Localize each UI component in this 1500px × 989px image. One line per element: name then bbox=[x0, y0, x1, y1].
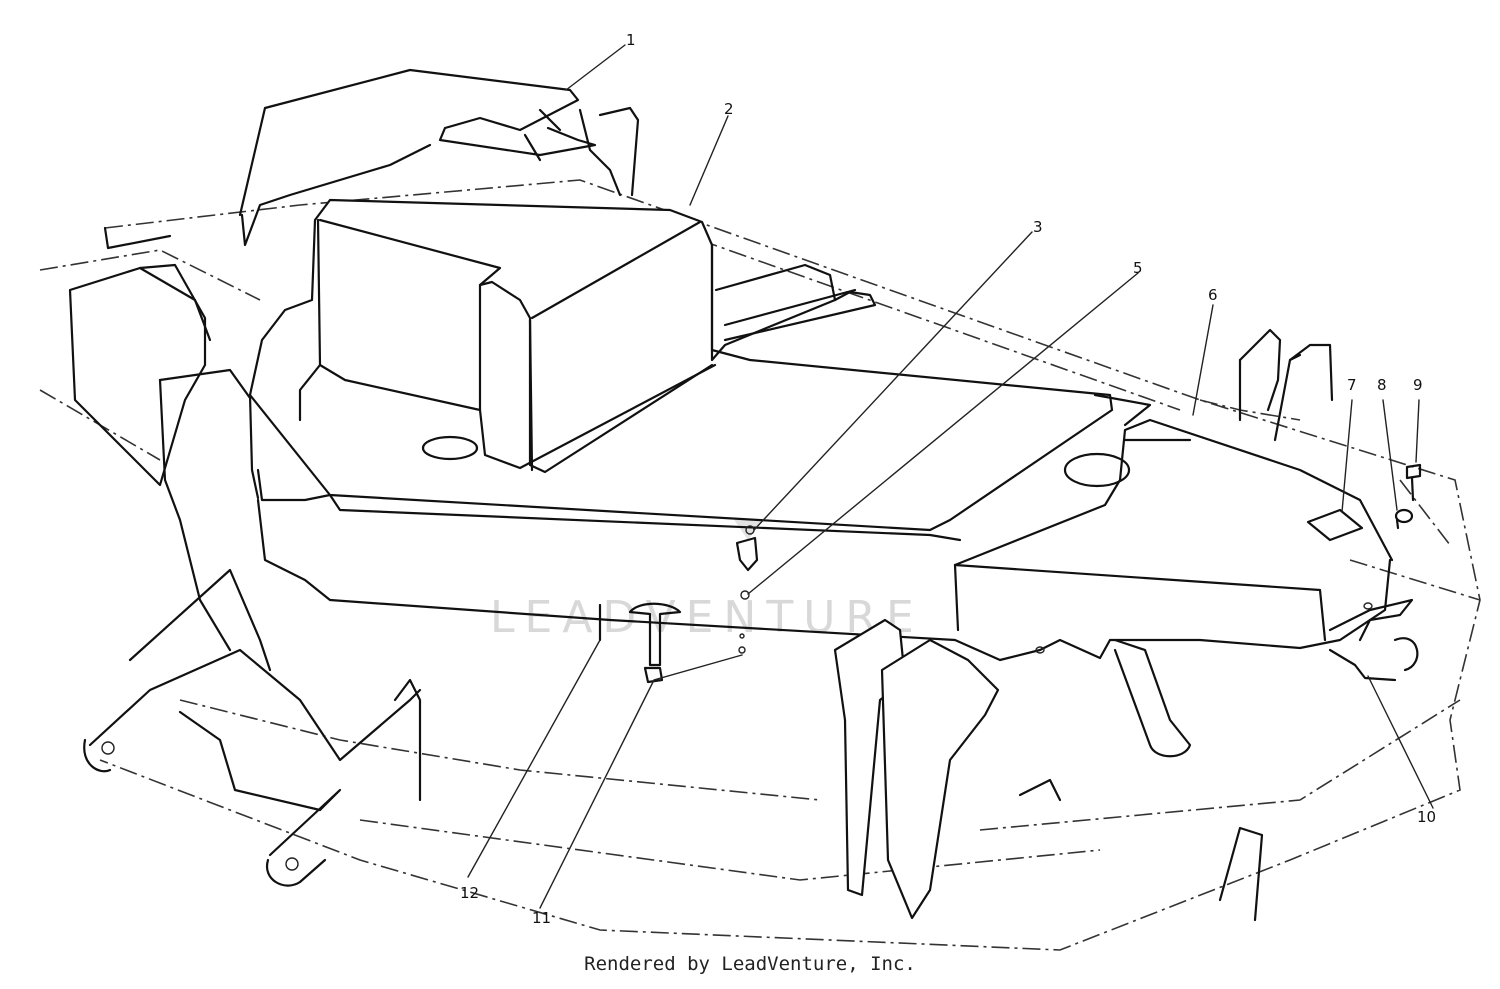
callout-5: 5 bbox=[1133, 259, 1143, 277]
callout-12: 12 bbox=[460, 884, 479, 902]
callout-1: 1 bbox=[626, 31, 636, 49]
front-baffles bbox=[393, 618, 1264, 922]
deck-plate bbox=[158, 368, 1394, 662]
callouts: 1 2 3 5 6 7 8 9 10 11 12 bbox=[460, 31, 1436, 927]
belt-shield bbox=[238, 68, 640, 247]
callout-10: 10 bbox=[1417, 808, 1436, 826]
callout-7: 7 bbox=[1347, 376, 1357, 394]
callout-3: 3 bbox=[1033, 218, 1043, 236]
callout-6: 6 bbox=[1208, 286, 1218, 304]
left-side-shields bbox=[68, 226, 422, 887]
callout-9: 9 bbox=[1413, 376, 1423, 394]
leader-lines bbox=[467, 44, 1434, 909]
deck-outline bbox=[39, 179, 1481, 951]
callout-2: 2 bbox=[724, 100, 734, 118]
callout-11: 11 bbox=[532, 909, 551, 927]
right-side-shields bbox=[1238, 328, 1419, 682]
footer-credit: Rendered by LeadVenture, Inc. bbox=[584, 953, 916, 975]
engine-cover bbox=[248, 198, 1131, 542]
hardware bbox=[598, 463, 1422, 684]
callout-8: 8 bbox=[1377, 376, 1387, 394]
